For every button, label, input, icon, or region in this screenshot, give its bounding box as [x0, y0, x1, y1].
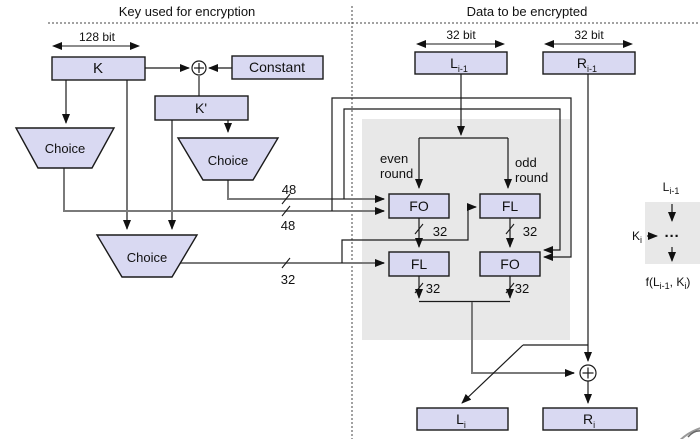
tick-48-lower: [281, 205, 291, 217]
l-input-box: [414, 51, 508, 75]
l-output-box: [416, 407, 509, 431]
key-buses: [63, 97, 572, 267]
f-output-to-xor-bus: [471, 302, 575, 377]
left-section-title: Key used for encryption: [119, 4, 256, 19]
choice1-to-fo1-bus: [63, 168, 385, 215]
bus-label-32-fo1: 32: [433, 224, 447, 239]
bit-width-label-l: 32 bit: [446, 28, 476, 42]
corner-logo-arc: [679, 427, 700, 439]
k-prime-box: [154, 95, 249, 121]
bus-label-32-key: 32: [281, 272, 295, 287]
r-input-box: [542, 51, 636, 75]
fl-odd-box: [479, 193, 541, 219]
tick-48-upper: [281, 193, 291, 205]
choice2-to-fo1-bus: [227, 180, 385, 203]
choice2-label: Choice: [208, 153, 248, 168]
xor-key-icon: [191, 60, 207, 76]
fo-odd-label: FO: [500, 256, 520, 272]
choice3-trapezoid: [95, 234, 199, 278]
r-output-label: Ri: [583, 411, 595, 430]
choice1-label: Choice: [45, 141, 85, 156]
bus-label-32-fo2: 32: [515, 281, 529, 296]
bus-label-32-fl2: 32: [426, 281, 440, 296]
fl-key-branch-wire: [341, 203, 477, 263]
even-round-label-line2: round: [380, 166, 413, 181]
choice3-label: Choice: [127, 250, 167, 265]
choice2-trapezoid: [176, 137, 280, 181]
right-section-title: Data to be encrypted: [467, 4, 588, 19]
r-output-box: [542, 407, 638, 431]
bus-width-ticks: 48 48 32 32 32 32 32: [281, 182, 537, 296]
l-output-label: Li: [456, 411, 466, 430]
fl-even-box: [388, 251, 450, 277]
constant-box: [231, 55, 324, 80]
data-path-wires: [415, 74, 592, 404]
bit-width-label-r: 32 bit: [574, 28, 604, 42]
bus-label-32-fl1: 32: [523, 224, 537, 239]
odd-round-label-line1: odd: [515, 155, 537, 170]
bus-label-48-upper: 48: [282, 182, 296, 197]
k-box-label: K: [93, 60, 103, 77]
fl-odd-label: FL: [502, 198, 519, 214]
constant-box-label: Constant: [249, 59, 305, 75]
bit-width-label-k: 128 bit: [79, 30, 116, 44]
even-round-label-line1: even: [380, 151, 408, 166]
l-input-label: Li-1: [450, 55, 468, 74]
k-prime-box-label: K': [195, 100, 207, 116]
xor-data-icon: [579, 364, 597, 382]
fo-even-box: [388, 193, 450, 219]
bus-label-48-lower: 48: [281, 218, 295, 233]
choice1-trapezoid: [14, 127, 116, 169]
mini-l-input-label: Li-1: [663, 180, 680, 196]
tick-32-key: [281, 257, 291, 269]
r-input-label: Ri-1: [577, 55, 597, 74]
odd-round-label-line2: round: [515, 170, 548, 185]
mini-dots: ···: [665, 228, 680, 245]
mini-function-diagram: Li-1 Ki ··· f(Li-1, Ki): [632, 180, 690, 291]
round-function-panel: [362, 119, 570, 340]
fo-even-label: FO: [409, 198, 429, 214]
mini-key-label: Ki: [632, 229, 642, 245]
fo-odd-box: [479, 251, 541, 277]
k-box: [51, 56, 146, 81]
r-to-lout-diagonal-wire: [461, 344, 524, 404]
fo-key-wraparound-outer: [331, 97, 572, 261]
mini-output-label: f(Li-1, Ki): [646, 275, 691, 291]
measure-arrows: 128 bit 32 bit 32 bit: [52, 28, 633, 50]
round-annotations: even round odd round: [380, 151, 548, 185]
fo-key-wraparound-inner: [343, 108, 561, 254]
fl-even-label: FL: [411, 256, 428, 272]
